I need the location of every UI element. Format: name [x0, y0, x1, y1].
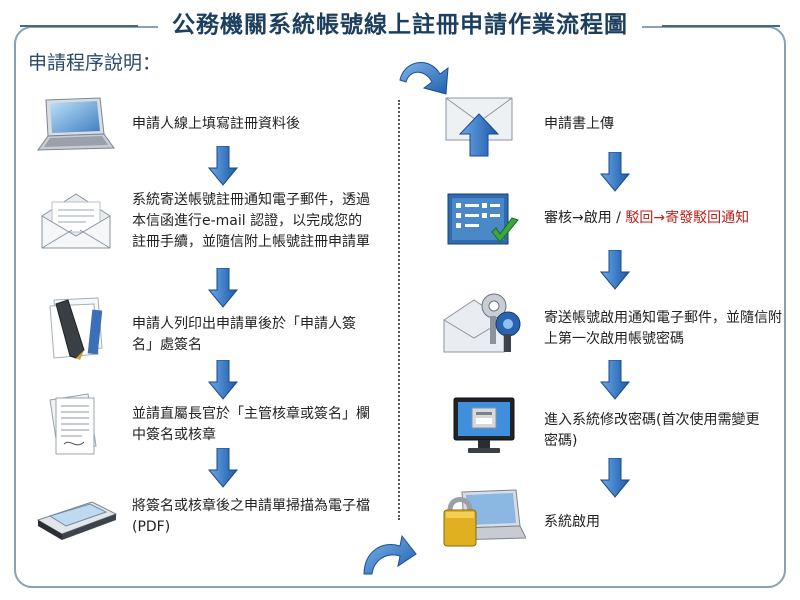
open-envelope-icon: [41, 193, 111, 249]
title-container: 公務機關系統帳號線上註冊申請作業流程圖: [0, 8, 800, 42]
step-left-4: 並請直屬長官於「主管核章或簽名」欄中簽名或核章: [132, 406, 370, 443]
down-arrow-icon: [208, 360, 238, 400]
pen-paper-icon: [49, 297, 103, 360]
curved-arrow-top-icon: [399, 62, 449, 95]
flowchart-frame: [14, 26, 786, 588]
down-arrow-icon: [208, 268, 238, 308]
checklist-icon: [447, 193, 519, 245]
down-arrow-icon: [600, 152, 630, 192]
mail-keys-icon: [443, 293, 521, 353]
curved-arrow-bottom-icon: [363, 534, 417, 575]
step-right-2: 審核→啟用 / 駁回→寄發駁回通知: [544, 208, 784, 229]
down-arrow-icon: [600, 360, 630, 400]
step-right-2-reject: 駁回→寄發駁回通知: [625, 210, 750, 226]
monitor-icon: [453, 397, 515, 453]
page-title: 公務機關系統帳號線上註冊申請作業流程圖: [158, 8, 642, 42]
laptop-lock-icon: [443, 489, 526, 547]
down-arrow-icon: [208, 448, 238, 488]
scanner-icon: [36, 501, 118, 540]
down-arrow-icon: [600, 250, 630, 290]
step-right-2-approve: 審核→啟用 /: [544, 210, 626, 226]
down-arrow-icon: [600, 458, 630, 498]
column-divider: [398, 100, 400, 520]
upload-mail-icon: [445, 97, 513, 157]
title-rule-left: [20, 25, 138, 27]
section-label: 申請程序說明：: [28, 52, 162, 74]
step-left-2: 系統寄送帳號註冊通知電子郵件，透過本信函進行e-mail 認證，以完成您的註冊手…: [132, 192, 370, 250]
down-arrow-icon: [208, 146, 238, 186]
step-left-3: 申請人列印出申請單後於「申請人簽名」處簽名: [132, 316, 356, 353]
title-rule-right: [662, 25, 780, 27]
documents-icon: [49, 393, 97, 455]
laptop-icon: [37, 97, 115, 151]
step-right-1: 申請書上傳: [544, 116, 614, 132]
step-right-3: 寄送帳號啟用通知電子郵件，並隨信附上第一次啟用帳號密碼: [544, 310, 782, 347]
step-left-1: 申請人線上填寫註冊資料後: [132, 116, 300, 132]
step-right-4: 進入系統修改密碼(首次使用需變更密碼): [544, 412, 760, 449]
step-right-5: 系統啟用: [544, 514, 600, 530]
step-left-5: 將簽名或核章後之申請單掃描為電子檔(PDF): [132, 498, 370, 535]
